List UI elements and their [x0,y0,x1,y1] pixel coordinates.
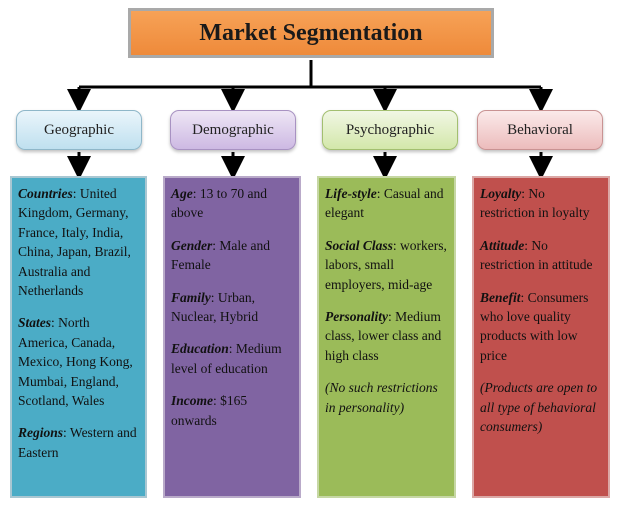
detail-key: Income [171,393,213,409]
detail-item: Gender: Male and Female [171,237,270,273]
detail-text: $165 onwards [171,393,248,428]
detail-note: (Products are open to all type of behavi… [480,380,598,435]
detail-item: States: North America, Canada, Mexico, H… [18,315,133,409]
detail-key: Family [171,289,211,305]
detail-key: Countries [18,186,73,201]
psychographic-details: Life-style: Casual and elegant Social Cl… [317,176,456,498]
detail-item: Family: Urban, Nuclear, Hybrid [171,289,259,325]
diagram-title: Market Segmentation [128,8,494,58]
detail-text: Consumers who love quality products with… [480,289,589,363]
detail-key: States [18,315,52,331]
detail-text: No restriction in attitude [480,237,593,273]
detail-item: Attitude: No restriction in attitude [480,237,593,273]
detail-item: Income: $165 onwards [171,393,248,428]
detail-key: Personality [325,309,388,325]
detail-key: Life-style [325,186,377,201]
detail-item: Life-style: Casual and elegant [325,186,444,221]
detail-note: (No such restrictions in personality) [325,380,438,415]
detail-item: Education: Medium level of education [171,341,282,376]
detail-item: Social Class: workers, labors, small emp… [325,237,447,292]
behavioral-details: Loyalty: No restriction in loyalty Attit… [472,176,610,498]
detail-item: Loyalty: No restriction in loyalty [480,186,590,221]
detail-text: 13 to 70 and above [171,186,268,221]
detail-key: Age [171,186,193,201]
detail-key: Social Class [325,237,393,253]
detail-text: workers, labors, small employers, mid-ag… [325,237,447,292]
category-psychographic: Psychographic [322,110,458,150]
geographic-details: Countries: United Kingdom, Germany, Fran… [10,176,147,498]
detail-key: Education [171,341,229,357]
category-demographic: Demographic [170,110,296,150]
detail-text: Medium class, lower class and high class [325,309,442,363]
detail-key: Benefit [480,289,521,305]
detail-text: Male and Female [171,237,270,273]
detail-item: Countries: United Kingdom, Germany, Fran… [18,186,131,299]
detail-key: Loyalty [480,186,522,201]
detail-key: Gender [171,237,213,253]
detail-item: Personality: Medium class, lower class a… [325,309,442,363]
category-behavioral: Behavioral [477,110,603,150]
detail-text: Casual and elegant [325,186,444,221]
demographic-details: Age: 13 to 70 and above Gender: Male and… [163,176,301,498]
detail-text: No restriction in loyalty [480,186,590,221]
detail-text: North America, Canada, Mexico, Hong Kong… [18,315,133,409]
detail-text: Medium level of education [171,341,282,376]
detail-item: Regions: Western and Eastern [18,425,137,460]
detail-key: Attitude [480,237,525,253]
detail-key: Regions [18,425,64,441]
category-geographic: Geographic [16,110,142,150]
detail-item: Age: 13 to 70 and above [171,186,268,221]
detail-text: United Kingdom, Germany, France, Italy, … [18,186,131,299]
detail-text: Urban, Nuclear, Hybrid [171,289,259,325]
detail-text: Western and Eastern [18,425,137,460]
detail-item: Benefit: Consumers who love quality prod… [480,289,589,363]
